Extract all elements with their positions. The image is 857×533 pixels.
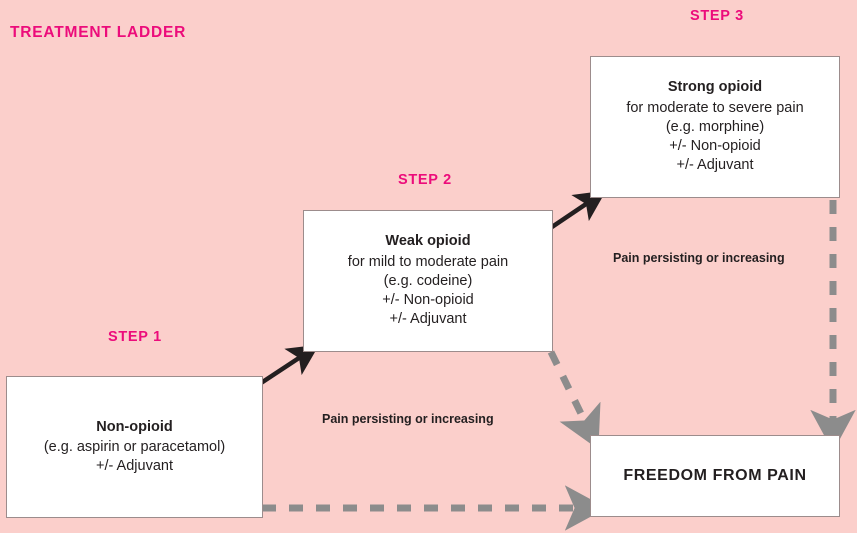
step-2-label: STEP 2	[398, 172, 452, 188]
step-3-label: STEP 3	[690, 8, 744, 24]
step-3-line-1: for moderate to severe pain	[626, 99, 804, 116]
step-2-line-4: +/- Adjuvant	[389, 311, 467, 328]
step-2-line-2: (e.g. codeine)	[383, 272, 473, 289]
arrow-step1-to-step2	[256, 344, 320, 387]
edge-label-pain-persisting-lower: Pain persisting or increasing	[322, 412, 494, 426]
freedom-from-pain-card[interactable]: FREEDOM FROM PAIN	[590, 435, 840, 517]
step-1-line-2: +/- Adjuvant	[96, 458, 173, 475]
step-3-line-2: (e.g. morphine)	[665, 118, 765, 135]
step-3-card[interactable]: Strong opioid for moderate to severe pai…	[590, 56, 840, 198]
step-1-line-1: (e.g. aspirin or paracetamol)	[43, 438, 226, 455]
step-3-headline: Strong opioid	[667, 79, 763, 96]
step-2-line-1: for mild to moderate pain	[347, 253, 509, 270]
step-2-line-3: +/- Non-opioid	[382, 292, 474, 309]
step-1-headline: Non-opioid	[96, 418, 173, 435]
dashed-arrow-step2-to-freedom	[547, 350, 601, 450]
freedom-from-pain-label: FREEDOM FROM PAIN	[623, 467, 807, 485]
page-title: TREATMENT LADDER	[10, 24, 187, 41]
step-1-label: STEP 1	[108, 329, 162, 345]
step-3-line-4: +/- Adjuvant	[676, 157, 754, 174]
step-2-headline: Weak opioid	[385, 233, 471, 250]
edge-label-pain-persisting-upper: Pain persisting or increasing	[613, 251, 785, 265]
step-1-card[interactable]: Non-opioid (e.g. aspirin or paracetamol)…	[6, 376, 263, 518]
step-3-line-3: +/- Non-opioid	[669, 138, 761, 155]
step-2-card[interactable]: Weak opioid for mild to moderate pain (e…	[303, 210, 553, 352]
